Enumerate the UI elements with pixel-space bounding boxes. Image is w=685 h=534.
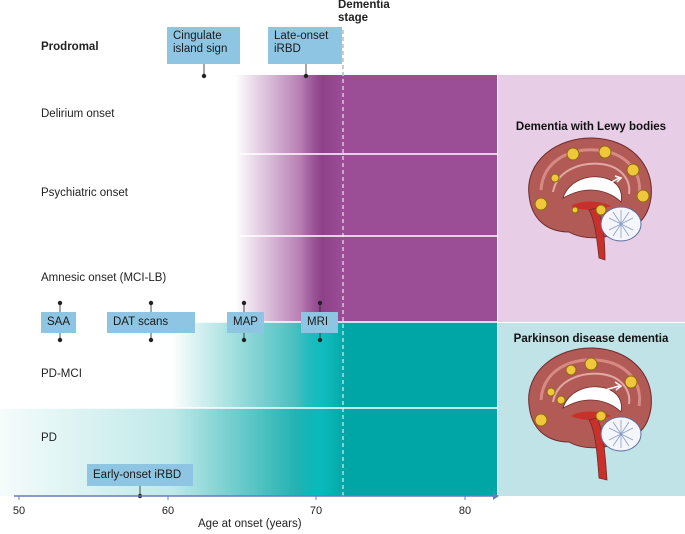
x-axis-title: Age at onset (years) xyxy=(198,518,302,530)
pdd-band xyxy=(0,322,497,496)
badge-cingulate-island-sign: Cingulate island sign xyxy=(167,27,240,64)
badge-saa: SAA xyxy=(41,312,77,333)
row-label-pd-mci: PD-MCI xyxy=(41,368,82,380)
marker-pins xyxy=(57,64,323,499)
badge-mri: MRI xyxy=(301,312,338,333)
tick-label-80: 80 xyxy=(458,505,472,517)
row-label-amnesic: Amnesic onset (MCI-LB) xyxy=(41,272,167,284)
row-label-psychiatric: Psychiatric onset xyxy=(41,187,128,199)
badge-cingulate-line2: island sign xyxy=(173,43,228,55)
pdd-panel-title: Parkinson disease dementia xyxy=(513,333,669,345)
tick-label-50: 50 xyxy=(12,505,26,517)
dementia-stage-label-line2: stage xyxy=(338,12,369,24)
row-label-pd: PD xyxy=(41,432,57,444)
prodromal-label: Prodromal xyxy=(41,41,99,53)
dlb-panel-title: Dementia with Lewy bodies xyxy=(515,121,667,133)
tick-label-70: 70 xyxy=(309,505,323,517)
dementia-stage-label-line1: Dementia xyxy=(338,0,390,11)
badge-late-irbd-line2: iRBD xyxy=(274,43,301,55)
badge-late-onset-irbd: Late-onset iRBD xyxy=(268,27,342,64)
badge-map: MAP xyxy=(227,312,264,333)
row-label-delirium: Delirium onset xyxy=(41,108,115,120)
dlb-band xyxy=(235,75,497,322)
dementia-stage-label: Dementia stage xyxy=(338,0,390,25)
badge-cingulate-line1: Cingulate xyxy=(173,30,222,42)
badge-late-irbd-line1: Late-onset xyxy=(274,30,329,42)
badge-dat-scans: DAT scans xyxy=(107,312,195,333)
brain-dlb-icon xyxy=(528,137,652,261)
badge-early-onset-irbd: Early-onset iRBD xyxy=(87,464,193,486)
brain-pdd-icon xyxy=(528,347,652,481)
tick-label-60: 60 xyxy=(161,505,175,517)
x-axis xyxy=(14,492,499,500)
